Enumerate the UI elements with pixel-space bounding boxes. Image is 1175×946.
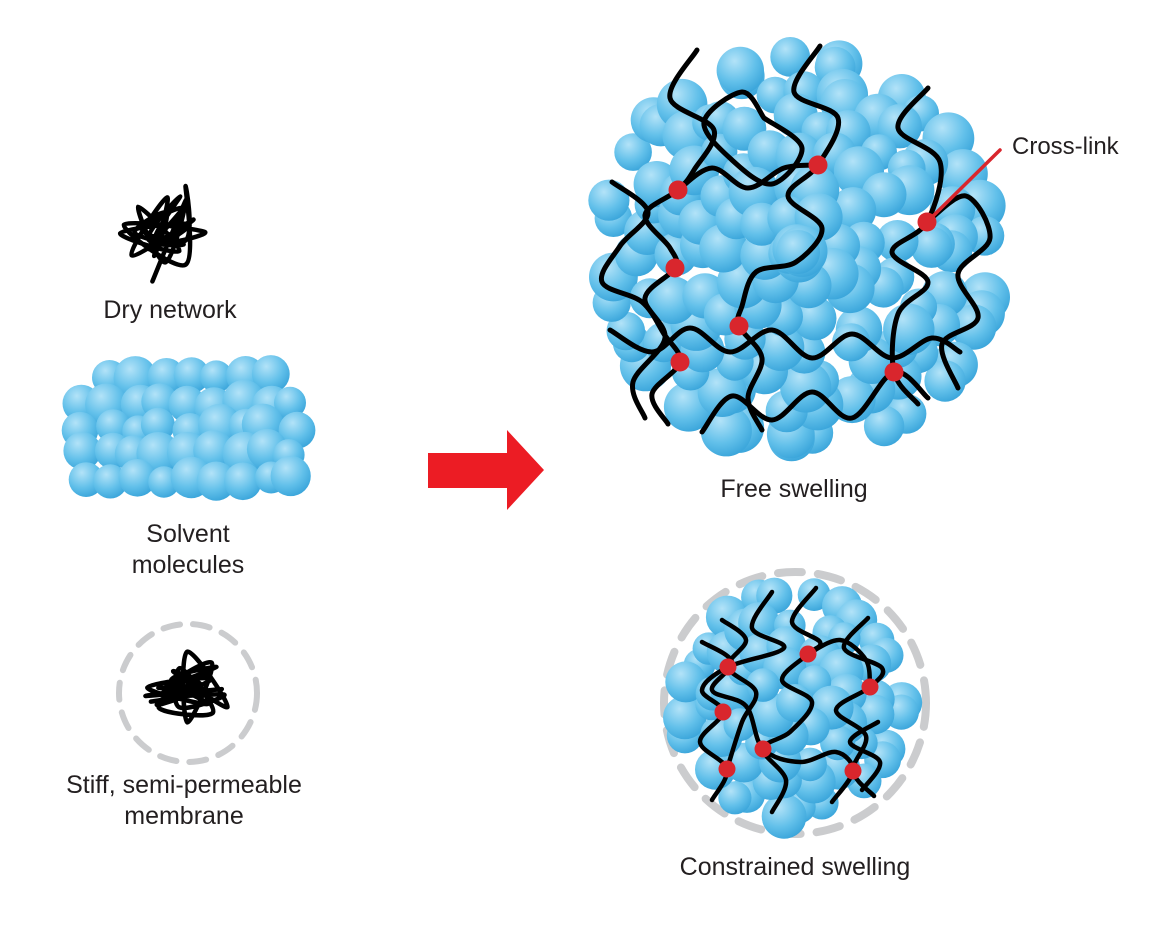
membrane-dashed-circle xyxy=(116,621,260,765)
cross-link-dot xyxy=(754,740,772,758)
cross-link-label: Cross-link xyxy=(1012,133,1119,160)
solvent-sphere xyxy=(718,781,752,815)
free-swelling-cross-links xyxy=(665,155,937,382)
solvent-sphere xyxy=(173,357,210,394)
cross-link-dot xyxy=(884,362,904,382)
solvent-sphere xyxy=(196,461,236,501)
leader-line xyxy=(927,148,1002,222)
polymer-chain xyxy=(924,193,993,391)
solvent-sphere xyxy=(140,407,175,442)
membrane-label: Stiff, semi-permeable membrane xyxy=(66,771,302,830)
solvent-sphere xyxy=(63,432,101,470)
cross-link-dot xyxy=(718,760,736,778)
polymer-tangle-path xyxy=(143,649,230,725)
solvent-sphere xyxy=(863,405,905,447)
solvent-sphere xyxy=(756,323,805,371)
solvent-sphere xyxy=(924,360,966,402)
polymer-chain xyxy=(735,43,842,433)
dashed-membrane-circle xyxy=(116,621,260,765)
cross-link-leader-line xyxy=(927,148,1002,222)
solvent-sphere xyxy=(876,220,919,263)
solvent-sphere xyxy=(96,409,131,444)
cross-link-dot xyxy=(799,645,817,663)
solvent-sphere xyxy=(951,304,997,350)
polymer-chain xyxy=(847,719,883,793)
cross-link-dot xyxy=(861,678,879,696)
solvent-molecules-label: Solvent molecules xyxy=(131,520,245,579)
solvent-sphere xyxy=(224,462,262,501)
solvent-sphere xyxy=(251,355,290,393)
solvent-sphere xyxy=(118,459,157,497)
cross-link-dot xyxy=(719,658,737,676)
solvent-sphere xyxy=(716,46,764,95)
solvent-sphere xyxy=(193,430,234,471)
polymer-chain xyxy=(889,85,944,407)
cross-link-dot xyxy=(729,316,749,336)
solvent-sphere xyxy=(761,793,807,839)
cross-link-dot xyxy=(670,352,690,372)
polymer-chain xyxy=(719,617,759,772)
solvent-sphere xyxy=(832,323,871,362)
polymer-chain xyxy=(607,325,963,361)
polymer-chain xyxy=(629,47,718,421)
free-swelling-label: Free swelling xyxy=(720,475,868,503)
arrow-right-icon xyxy=(428,430,544,510)
membrane-network-tangle xyxy=(143,649,230,725)
solvent-sphere xyxy=(780,361,832,413)
arrow-right-shape xyxy=(428,430,544,510)
dry-network-tangle xyxy=(117,184,208,284)
solvent-sphere xyxy=(614,133,652,171)
cross-link-dot xyxy=(714,703,732,721)
cross-link-dot xyxy=(665,258,685,278)
polymer-chain xyxy=(805,637,873,690)
polymer-chain xyxy=(598,179,683,427)
solvent-sphere xyxy=(588,179,630,221)
solvent-sphere xyxy=(93,464,128,499)
polymer-chain xyxy=(675,162,821,193)
solvent-sphere xyxy=(770,37,811,77)
cross-link-dot xyxy=(844,762,862,780)
solvent-sphere xyxy=(738,602,780,644)
solvent-molecules-cluster xyxy=(61,355,316,501)
dry-network-label: Dry network xyxy=(103,296,237,324)
solvent-sphere xyxy=(270,455,311,497)
polymer-tangle-path xyxy=(117,184,208,284)
cross-link-dot xyxy=(808,155,828,175)
constrained-swelling-label: Constrained swelling xyxy=(679,853,911,881)
constrained-cross-links xyxy=(714,645,879,780)
polymer-chain xyxy=(701,89,805,187)
solvent-sphere xyxy=(200,360,233,393)
solvent-sphere xyxy=(910,226,953,268)
polymer-chain xyxy=(697,589,787,803)
polymer-chain xyxy=(760,585,823,815)
solvent-sphere xyxy=(274,386,306,419)
cross-link-dot xyxy=(668,180,688,200)
